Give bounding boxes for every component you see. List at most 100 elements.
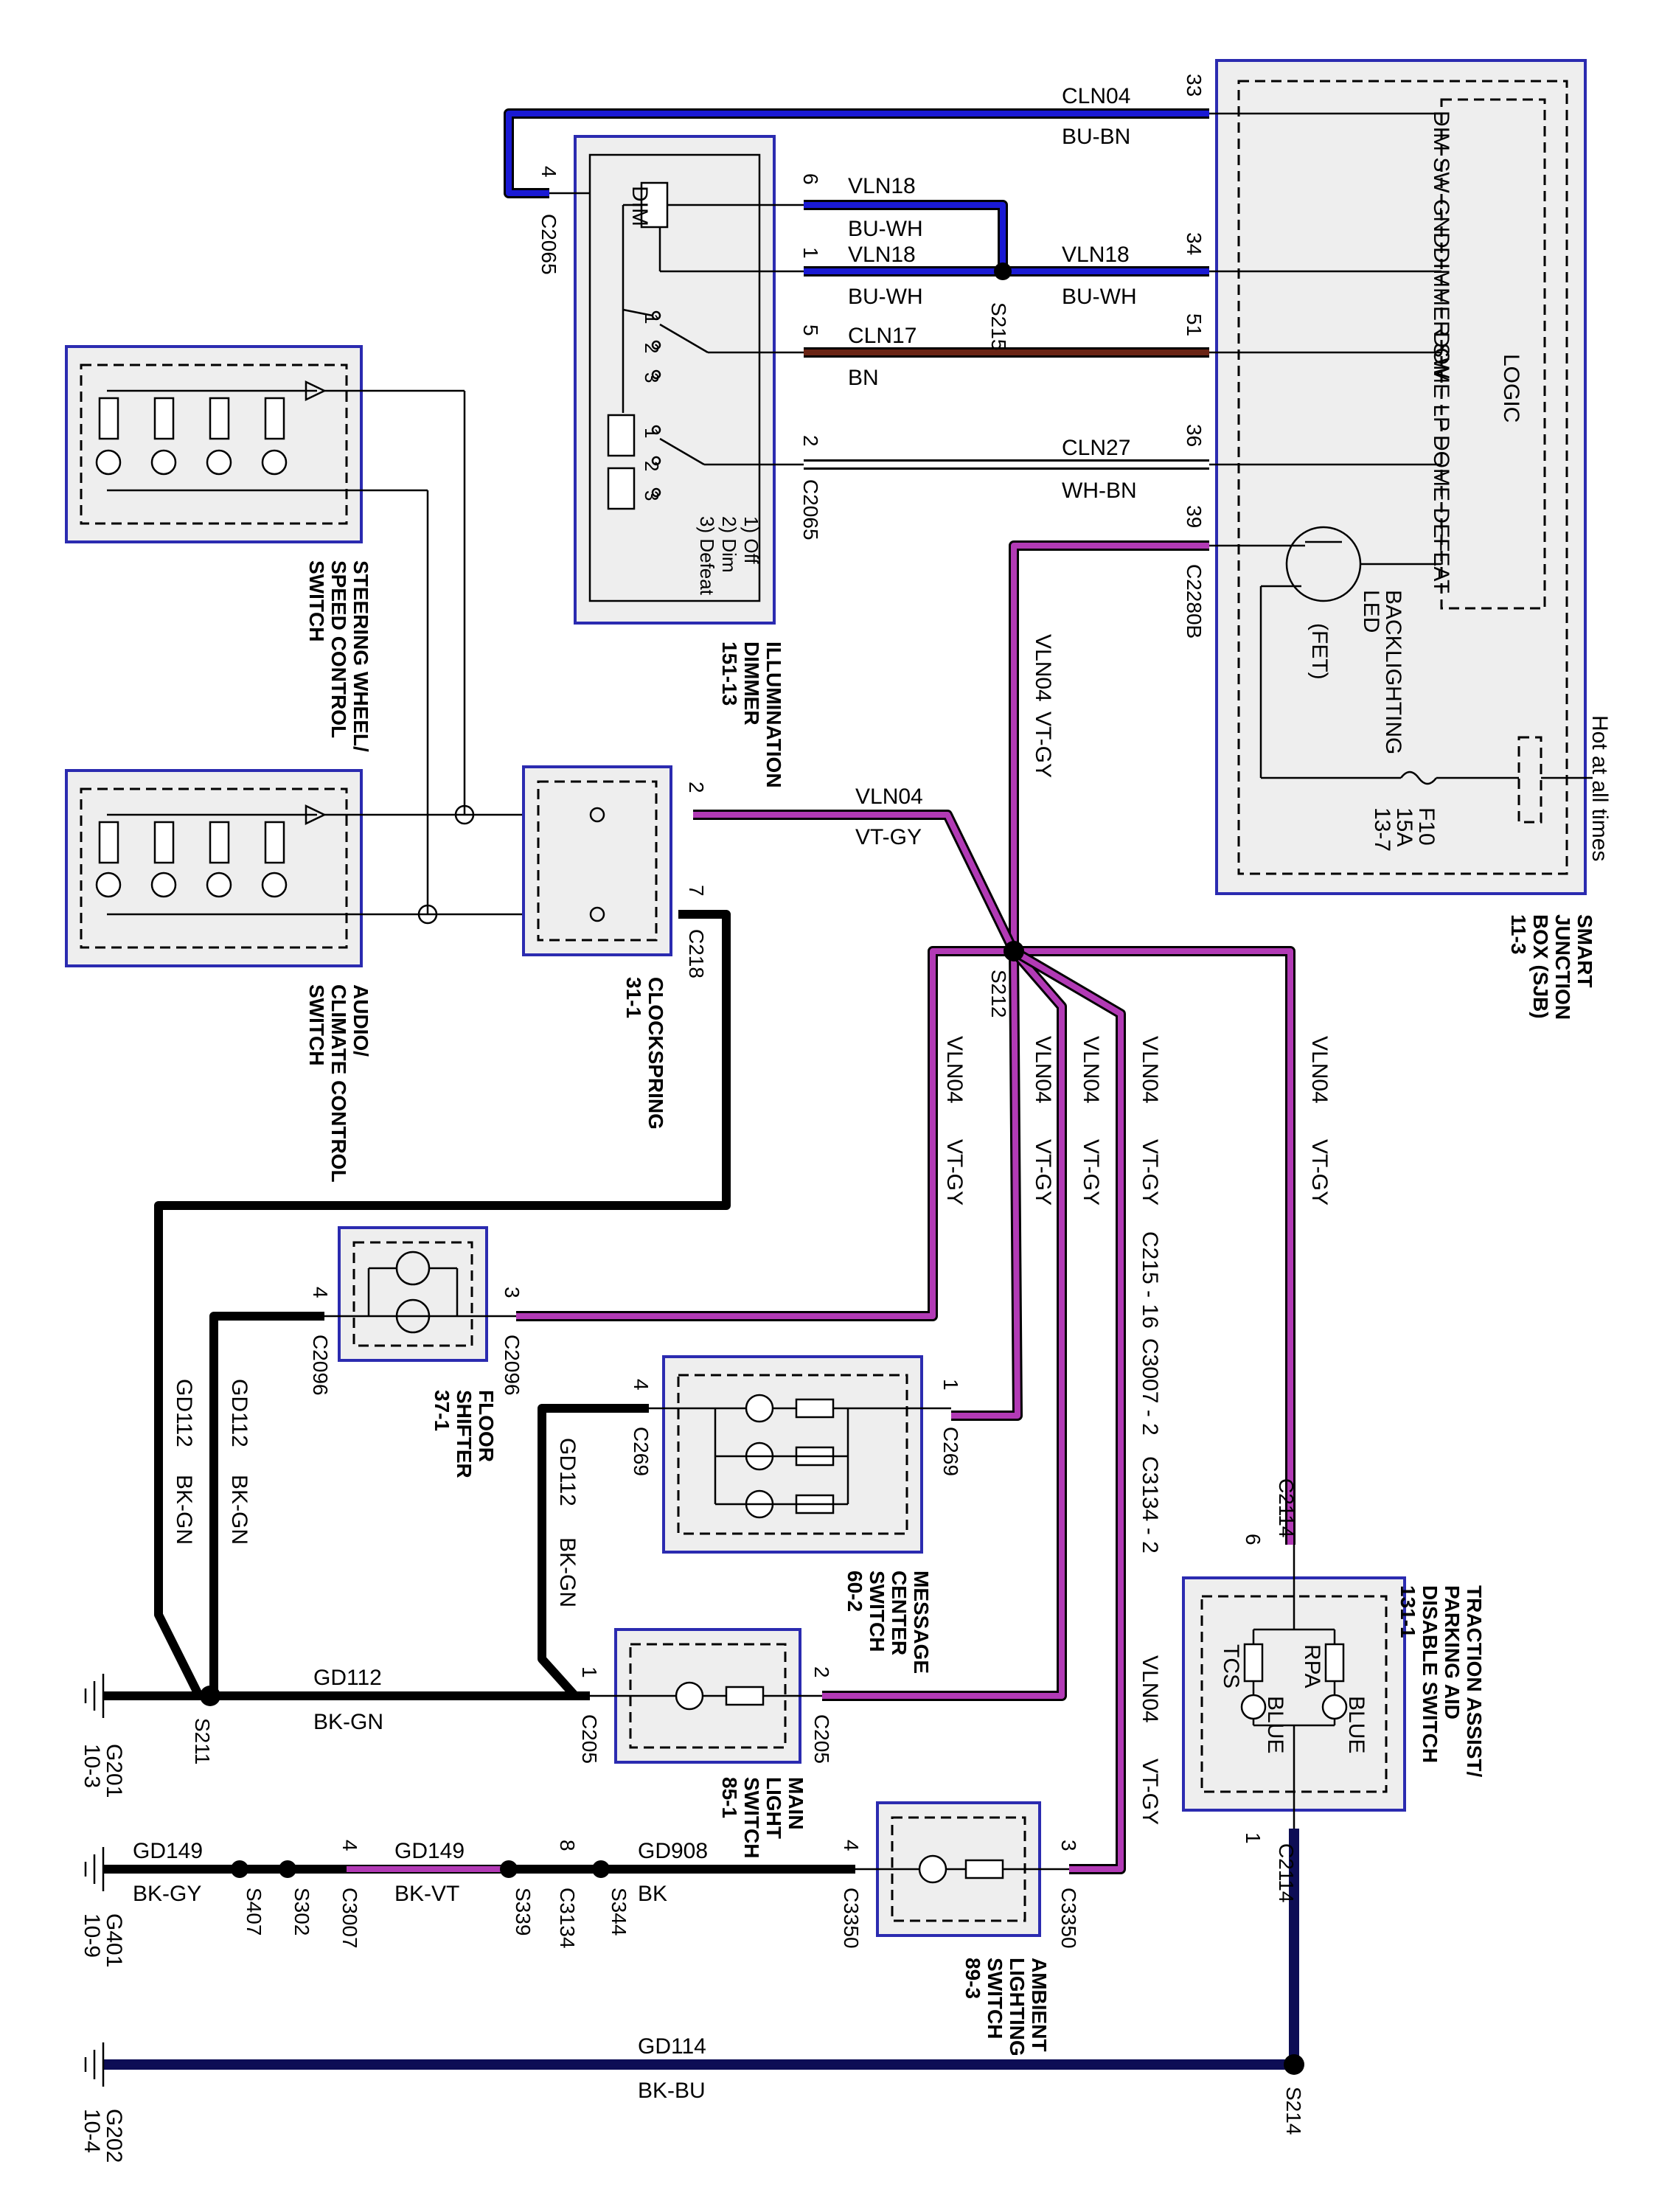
pin-1-c269: 1 <box>939 1379 962 1391</box>
rpa-label: RPA <box>1300 1644 1324 1688</box>
svg-text:G202: G202 <box>102 2109 126 2163</box>
svg-text:G201: G201 <box>102 1744 126 1798</box>
label-bk-gn: BK-GN <box>313 1710 383 1734</box>
pin-2-c218: 2 <box>685 782 708 793</box>
label-gd112: GD112 <box>313 1666 382 1690</box>
traction-name-2: PARKING AID <box>1441 1585 1464 1719</box>
label-bu-bn: BU-BN <box>1062 125 1130 149</box>
label-gd112-v2: GD112 <box>227 1379 251 1447</box>
label-vt-gy-h: VT-GY <box>1138 1759 1162 1825</box>
splice-s212 <box>1004 941 1024 961</box>
steering-name-2: SPEED CONTROL <box>327 560 350 738</box>
label-vln04-f: VLN04 <box>1138 1036 1162 1104</box>
label-wh-bn: WH-BN <box>1062 479 1137 503</box>
conn-c3350-b: C3350 <box>840 1888 863 1949</box>
conn-c3007: C3007 <box>338 1888 361 1949</box>
ambient-name-3: SWITCH <box>984 1958 1006 2039</box>
audio-name-2: CLIMATE CONTROL <box>327 984 350 1183</box>
conn-c2114-a: C2114 <box>1275 1478 1298 1537</box>
svg-text:2: 2 <box>641 343 663 353</box>
conn-c3350-a: C3350 <box>1057 1888 1080 1949</box>
floor-shifter: FLOOR SHIFTER 37-1 <box>324 1226 516 1478</box>
label-s302: S302 <box>291 1888 313 1935</box>
label-gd149-a: GD149 <box>133 1839 203 1863</box>
mainlight-name-1: MAIN <box>785 1777 807 1830</box>
pin-39: 39 <box>1183 505 1206 528</box>
dim-sw-gnd-label: DIM SW GND <box>1429 111 1453 248</box>
fuse-ref: 13-7 <box>1370 807 1394 852</box>
label-bu-wh-a: BU-WH <box>848 217 923 241</box>
label-vt-gy-c: VT-GY <box>942 1139 967 1206</box>
label-s407: S407 <box>243 1888 265 1935</box>
label-vln18-a: VLN18 <box>848 174 916 198</box>
ground-g201: G201 10-3 <box>80 1674 126 1798</box>
conn-c269-a: C269 <box>939 1427 962 1476</box>
conn-c269-b: C269 <box>630 1427 653 1476</box>
pin-51: 51 <box>1183 313 1206 336</box>
pin-1-c2114: 1 <box>1242 1832 1265 1844</box>
label-cln27: CLN27 <box>1062 436 1130 460</box>
pin-6: 6 <box>799 173 822 185</box>
svg-text:G401: G401 <box>102 1913 126 1967</box>
message-name-1: MESSAGE <box>910 1571 933 1674</box>
label-bu-wh-c: BU-WH <box>1062 285 1137 309</box>
label-bk-gn-v2: BK-GN <box>227 1475 251 1545</box>
illum-name-1: ILLUMINATION <box>762 641 785 788</box>
pin-4-c2065: 4 <box>538 166 560 178</box>
svg-text:10-9: 10-9 <box>80 1913 104 1958</box>
clockspring-ref: 31-1 <box>622 977 645 1018</box>
label-vln04-b: VLN04 <box>1031 634 1055 702</box>
traction-name-3: DISABLE SWITCH <box>1419 1585 1441 1763</box>
pin-2: 2 <box>799 435 822 447</box>
label-vln04-h: VLN04 <box>1138 1655 1162 1723</box>
hot-at-all-times-label: Hot at all times <box>1587 715 1612 861</box>
pin-4-c2096: 4 <box>309 1287 332 1298</box>
jumper-symbol <box>417 904 438 925</box>
logic-label: LOGIC <box>1499 354 1523 422</box>
label-gd908: GD908 <box>638 1839 708 1863</box>
label-gd149-b: GD149 <box>394 1839 465 1863</box>
label-c215-16: C215 - 16 <box>1138 1231 1162 1329</box>
ambient-name-2: LIGHTING <box>1006 1958 1029 2056</box>
conn-c2096-a: C2096 <box>501 1335 524 1396</box>
clockspring-name: CLOCKSPRING <box>644 977 667 1130</box>
svg-text:10-3: 10-3 <box>80 1744 104 1788</box>
mode-off: 1) Off <box>740 516 762 564</box>
label-vln04-d: VLN04 <box>1031 1036 1055 1104</box>
label-s344: S344 <box>608 1888 630 1935</box>
label-bk-gn-v3: BK-GN <box>555 1537 580 1607</box>
label-s214: S214 <box>1282 2087 1305 2135</box>
illum-ref: 151-13 <box>718 641 741 706</box>
wire-vln04-network <box>516 540 1295 1874</box>
steering-name-1: STEERING WHEEL/ <box>349 560 372 752</box>
audio-climate-control-switch: AUDIO/ CLIMATE CONTROL SWITCH <box>65 769 664 1183</box>
fuse-rating: 15A <box>1392 807 1416 846</box>
audio-led-array <box>95 821 288 898</box>
label-bn: BN <box>848 366 879 390</box>
pin-34: 34 <box>1183 232 1206 255</box>
label-vln18-c: VLN18 <box>1062 243 1130 267</box>
splice-s214 <box>1284 2054 1304 2075</box>
audio-name-1: AUDIO/ <box>349 984 372 1057</box>
ground-g202: G202 10-4 <box>80 2042 126 2163</box>
splice-s302 <box>279 1860 296 1878</box>
pin-5: 5 <box>799 324 822 336</box>
label-vt-gy-d: VT-GY <box>1031 1139 1055 1206</box>
label-vln04-a: VLN04 <box>855 785 923 809</box>
wire-cln04 <box>504 108 1209 198</box>
traction-assist-switch: TCS RPA BLUE BLUE TRACTION ASSIST/ PARKI… <box>1182 1545 1486 1829</box>
label-vt-gy-b: VT-GY <box>1031 712 1055 778</box>
smart-junction-box: LOGIC DIM SW GND DIMMER SW DOME LP DOME … <box>1209 59 1612 1020</box>
backlighting-label-1: BACKLIGHTING <box>1381 590 1405 754</box>
ambient-name-1: AMBIENT <box>1028 1958 1051 2052</box>
label-cln17: CLN17 <box>848 324 917 348</box>
splice-s407 <box>231 1860 248 1878</box>
conn-c2065-b: C2065 <box>538 214 560 275</box>
pin-1-c205: 1 <box>578 1666 601 1678</box>
ambient-ref: 89-3 <box>961 1958 984 1999</box>
illum-name-2: DIMMER <box>740 641 763 726</box>
blue-label-1: BLUE <box>1263 1696 1287 1753</box>
pin-4-c3350: 4 <box>840 1840 863 1851</box>
svg-text:3: 3 <box>641 490 663 501</box>
